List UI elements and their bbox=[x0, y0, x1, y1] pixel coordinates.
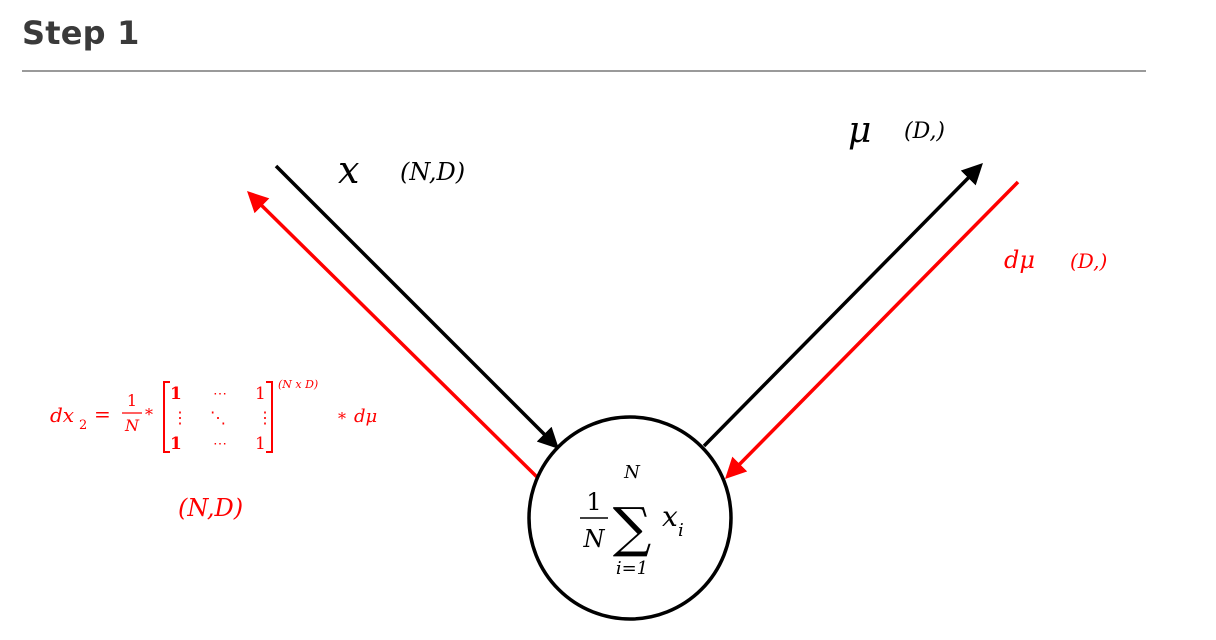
matrix-r3c3: 1 bbox=[255, 434, 266, 454]
mu-shape: (D,) bbox=[904, 119, 945, 144]
sum-lower-limit: i=1 bbox=[616, 558, 648, 579]
dx-lhs: dx bbox=[50, 403, 74, 427]
heading-divider bbox=[22, 70, 1146, 72]
x-symbol: x bbox=[338, 148, 359, 192]
matrix-r2c3: ⋮ bbox=[257, 408, 273, 427]
matrix-r2c2: ⋱ bbox=[210, 408, 226, 427]
backward-arrow-dx bbox=[247, 191, 540, 480]
matrix-r1c2: ⋯ bbox=[213, 386, 227, 402]
backward-arrow-dmu bbox=[725, 180, 1020, 479]
matrix-r2c1: ⋮ bbox=[172, 408, 188, 427]
mu-symbol: μ bbox=[848, 110, 871, 151]
forward-arrow-x bbox=[274, 164, 559, 449]
matrix-r3c1: 1 bbox=[170, 434, 182, 454]
dx2-shape: (N,D) bbox=[178, 494, 243, 522]
dx-frac-den: N bbox=[124, 416, 140, 435]
step-heading: Step 1 bbox=[22, 14, 140, 52]
sum-upper-limit: N bbox=[623, 462, 641, 483]
matrix-r1c1: 1 bbox=[170, 384, 182, 404]
dmu-shape: (D,) bbox=[1070, 249, 1107, 273]
dx-lhs-subscript: 2 bbox=[79, 418, 87, 433]
mean-operation-node bbox=[527, 415, 733, 621]
mean-frac-denominator: N bbox=[583, 525, 606, 553]
x-shape: (N,D) bbox=[400, 158, 465, 186]
matrix-right-bracket bbox=[266, 381, 273, 453]
matrix-left-bracket bbox=[163, 381, 170, 453]
sum-term-subscript: i bbox=[678, 520, 684, 541]
sum-term: x bbox=[662, 500, 678, 533]
dx-rhs: dμ bbox=[354, 406, 377, 427]
matrix-superscript: (N x D) bbox=[278, 378, 318, 391]
dmu-symbol: dμ bbox=[1004, 246, 1035, 274]
mean-frac-numerator: 1 bbox=[586, 488, 601, 516]
mean-formula: 1 N N ∑ i=1 x i bbox=[580, 462, 684, 579]
dx-mult1: * bbox=[145, 405, 153, 424]
sum-sign: ∑ bbox=[613, 496, 652, 559]
forward-arrow-mu bbox=[702, 163, 983, 448]
dx-equals: = bbox=[94, 402, 111, 426]
dx-frac-num: 1 bbox=[127, 391, 137, 410]
matrix-r3c2: ⋯ bbox=[213, 436, 227, 452]
dx-mult2: * bbox=[338, 409, 346, 428]
dx2-formula: dx 2 = 1 N * 1 ⋯ 1 ⋮ ⋱ ⋮ 1 ⋯ 1 (N x D) *… bbox=[50, 378, 377, 454]
matrix-r1c3: 1 bbox=[255, 384, 266, 404]
